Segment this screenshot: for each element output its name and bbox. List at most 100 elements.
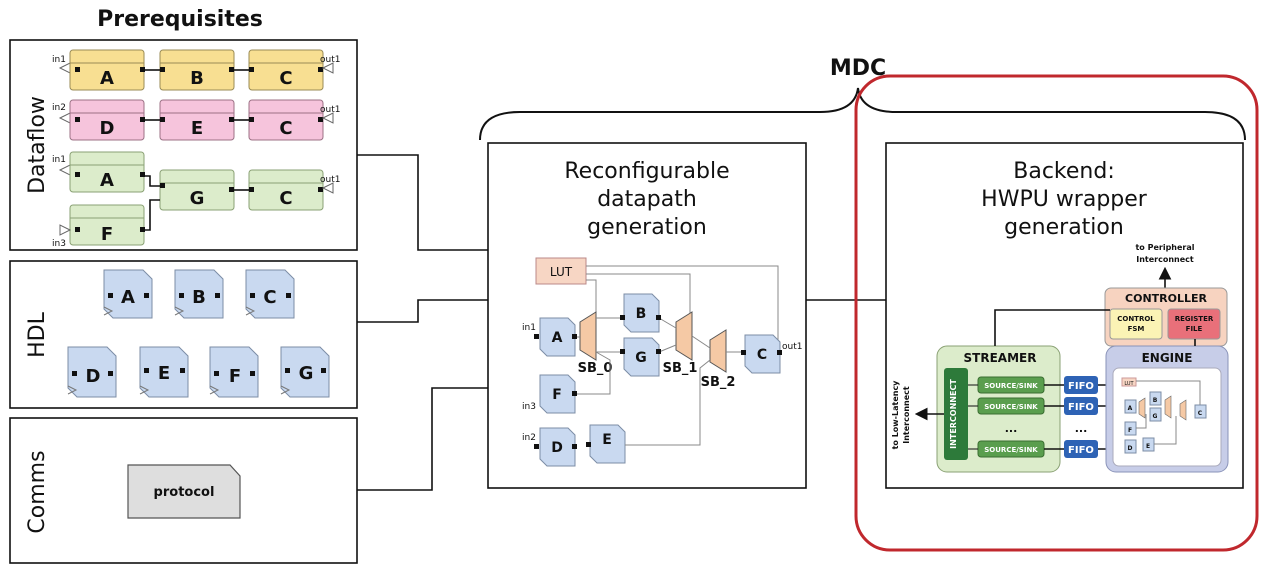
low-latency-label-2: Interconnect [902, 386, 911, 444]
switch-box-sb2 [709, 329, 727, 373]
dataflow-node-label: C [279, 188, 292, 209]
mini-block-label: B [1153, 397, 1158, 404]
dataflow-node-label: E [191, 118, 203, 139]
dataflow-row-1: in1 A B C out1 [52, 49, 340, 91]
dp-block-label: F [552, 387, 562, 403]
dataflow-node [69, 204, 145, 246]
output-arrow-icon [321, 62, 334, 74]
hdl-block-g: G [280, 346, 330, 398]
source-sink-label: SOURCE/SINK [984, 446, 1038, 454]
streamer-label: STREAMER [964, 351, 1037, 365]
fifo-label: FIFO [1068, 402, 1094, 413]
backend-title-2: HWPU wrapper [981, 187, 1148, 212]
fifo-block [1064, 376, 1098, 394]
peripheral-label-2: Interconnect [1136, 255, 1194, 264]
lut-block [535, 257, 587, 285]
dp-block-label: B [636, 306, 647, 322]
backend-panel: Backend: HWPU wrapper generation to Peri… [885, 142, 1244, 489]
comms-panel: Comms protocol [9, 417, 358, 564]
low-latency-label-1: to Low-Latency [891, 380, 900, 450]
output-arrow-icon [59, 224, 72, 236]
hdl-block-e: E [139, 346, 189, 398]
mini-block-label: F [1128, 427, 1132, 434]
hdl-block-label: G [299, 363, 314, 384]
datapath-panel: Reconfigurable datapath generation LUT A… [487, 142, 807, 489]
peripheral-label-1: to Peripheral [1135, 243, 1194, 252]
dataflow-node-label: C [279, 118, 292, 139]
mini-block-label: A [1128, 405, 1133, 412]
dataflow-node-label: B [190, 68, 204, 89]
row3-in3-label: in3 [52, 239, 66, 249]
datapath-title-1: Reconfigurable [564, 159, 729, 184]
dataflow-label: Dataflow [25, 96, 50, 194]
row3-in1-label: in1 [52, 155, 66, 165]
mini-block-label: G [1153, 413, 1158, 420]
connector-hdl [357, 299, 488, 323]
backend-title-3: generation [1004, 215, 1124, 240]
mini-block-label: D [1128, 445, 1133, 452]
control-fsm-label-2: FSM [1128, 325, 1145, 333]
protocol-icon [127, 464, 241, 519]
fifo-label: FIFO [1068, 445, 1094, 456]
fifo-dots: ... [1075, 422, 1088, 435]
hdl-panel: HDL A B C D E [9, 260, 358, 409]
hdl-block-b: B [174, 269, 224, 319]
dataflow-row-3: in1 A G C F out1 in3 [52, 151, 340, 249]
row1-in-label: in1 [52, 55, 66, 65]
dp-in2-label: in2 [522, 433, 536, 443]
dp-block-label: E [602, 432, 612, 448]
hdl-block-label: F [229, 366, 241, 387]
row3-out-label: out1 [320, 175, 340, 185]
streamer-dots: ... [1005, 422, 1018, 435]
hdl-block-d: D [67, 346, 117, 398]
register-file-label-1: REGISTER [1175, 315, 1214, 323]
fifo-block [1064, 397, 1098, 415]
mdc-label: MDC [830, 56, 886, 81]
source-sink-label: SOURCE/SINK [984, 382, 1038, 390]
register-file-block [1167, 308, 1221, 340]
backend-highlight-frame [854, 74, 1259, 552]
mini-block [1194, 404, 1207, 419]
mini-block [1149, 391, 1162, 406]
hdl-block-label: B [192, 287, 206, 308]
dataflow-node-label: D [100, 118, 115, 139]
dp-block-label: D [551, 440, 563, 456]
mini-block [1124, 399, 1137, 414]
switch-box-sb1 [675, 311, 693, 361]
dataflow-node-label: A [100, 170, 114, 191]
hdl-block-f: F [209, 346, 259, 398]
hdl-label: HDL [25, 311, 50, 357]
mini-block [1149, 407, 1162, 422]
register-file-label-2: FILE [1186, 325, 1203, 333]
hdl-block-label: D [86, 366, 101, 387]
dp-block-d [539, 427, 576, 467]
interconnect-block [944, 368, 968, 460]
dp-block-label: G [635, 350, 647, 366]
datapath-title-3: generation [587, 215, 707, 240]
sb2-label: SB_2 [701, 375, 736, 390]
control-fsm-label-1: CONTROL [1117, 315, 1155, 323]
comms-label: Comms [25, 450, 50, 533]
prerequisites-title: Prerequisites [97, 7, 263, 32]
dp-in3-label: in3 [522, 402, 536, 412]
backend-title-1: Backend: [1013, 159, 1114, 184]
mini-lut-label: LUT [1124, 381, 1134, 387]
lut-label: LUT [550, 265, 573, 279]
switch-box-sb0 [579, 311, 597, 361]
dp-block-label: A [552, 330, 563, 346]
control-fsm-block [1109, 308, 1163, 340]
hdl-block-a: A [103, 269, 153, 319]
hdl-block-label: E [158, 363, 170, 384]
row2-out-label: out1 [320, 105, 340, 115]
source-sink-label: SOURCE/SINK [984, 403, 1038, 411]
mini-block [1124, 439, 1137, 454]
output-arrow-icon [321, 182, 334, 194]
dataflow-node-label: C [279, 68, 292, 89]
dp-block-a [539, 317, 576, 357]
mdc-brace [479, 87, 1246, 141]
output-arrow-icon [321, 112, 334, 124]
dp-block-b [623, 293, 660, 333]
datapath-title-2: datapath [597, 187, 697, 212]
dp-in1-label: in1 [522, 323, 536, 333]
hdl-block-label: A [121, 287, 135, 308]
